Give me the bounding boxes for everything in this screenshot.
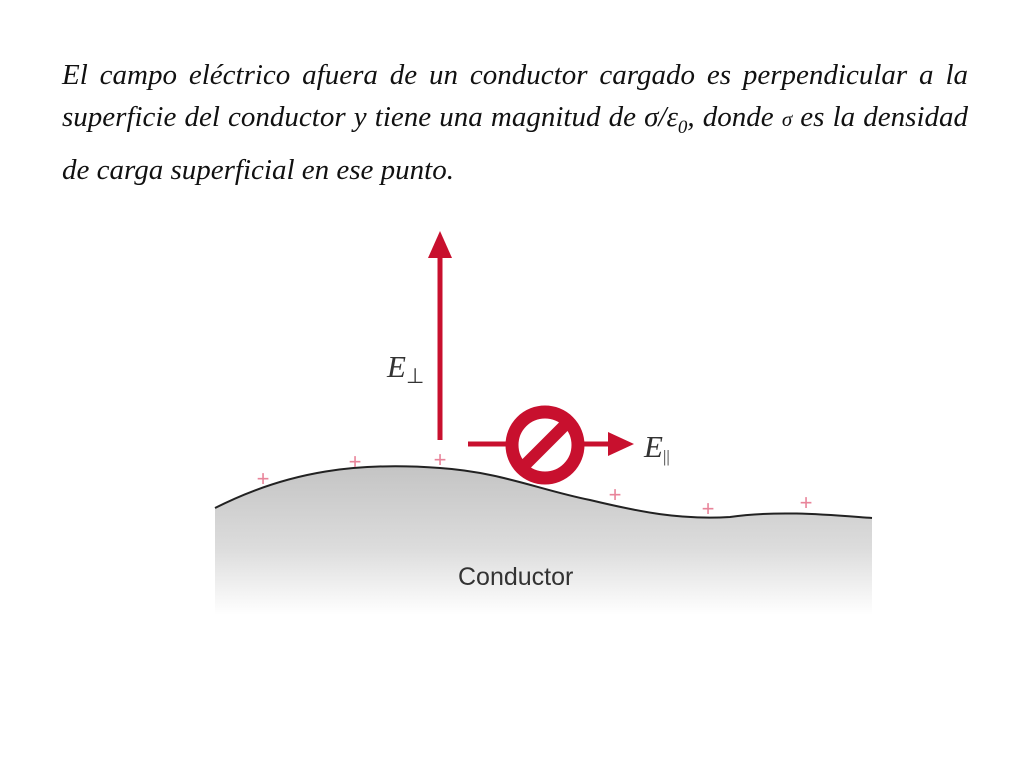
conductor-label: Conductor [458,563,573,591]
epsilon-symbol: ε [666,101,678,133]
conductor-surface-line [214,465,873,519]
statement-part-2: , donde [687,101,782,133]
surface-charges: + + + + + + [257,447,813,521]
e-parallel-label: E|| [643,429,670,466]
sigma-symbol-2: σ [781,107,793,131]
positive-charge-5: + [702,496,715,521]
positive-charge-6: + [800,490,813,515]
statement-part-1: El campo eléctrico afuera de un conducto… [62,59,968,133]
statement-text: El campo eléctrico afuera de un conducto… [62,54,968,191]
sigma-symbol: σ [644,101,659,133]
positive-charge-1: + [257,466,270,491]
statement-part-3: es la densidad de carga superficial en e… [62,101,969,186]
positive-charge-3: + [434,447,447,472]
up-arrow-icon [428,231,452,440]
positive-charge-2: + [349,449,362,474]
epsilon-subscript: 0 [677,116,688,138]
conductor-body [215,466,872,615]
positive-charge-4: + [609,482,622,507]
e-perpendicular-label: E⊥ [386,349,424,388]
slash-symbol: / [658,101,667,133]
prohibited-icon [505,405,585,485]
